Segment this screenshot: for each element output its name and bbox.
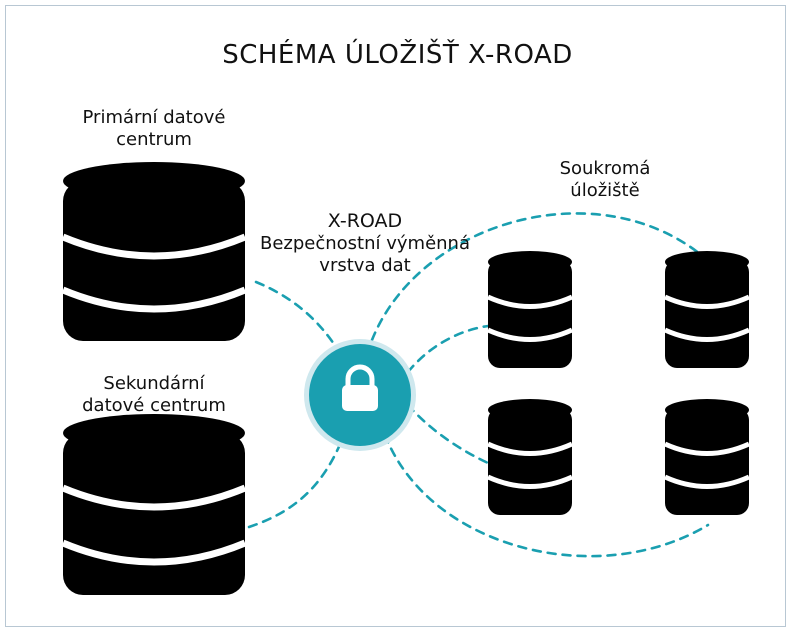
primary-dc-label-line2: centrum <box>116 128 192 150</box>
secondary-dc-label-line2: datové centrum <box>82 394 226 416</box>
secondary-database-icon <box>61 414 247 595</box>
private-storage-label: Soukromá úložiště <box>530 158 680 202</box>
storage-database-icon-bottom-right <box>663 399 751 515</box>
xroad-desc-line2: vrstva dat <box>319 255 411 277</box>
secondary-dc-label: Sekundární datové centrum <box>44 373 264 417</box>
xroad-hub <box>304 339 416 451</box>
link-primary-dc <box>254 280 352 374</box>
link-lower-arc <box>383 433 710 558</box>
xroad-name: X-ROAD <box>327 210 403 232</box>
link-storage-bottom-left <box>406 403 490 465</box>
private-storage-label-line2: úložiště <box>570 179 640 201</box>
storage-database-icon-top-right <box>663 251 751 368</box>
link-storage-top-left <box>406 324 490 374</box>
primary-dc-label: Primární datové centrum <box>44 107 264 151</box>
xroad-desc-line1: Bezpečnostní výměnná <box>259 233 470 255</box>
primary-dc-label-line1: Primární datové <box>82 107 226 128</box>
private-storage-label-line1: Soukromá <box>559 158 651 179</box>
primary-database-icon <box>61 162 247 341</box>
diagram-title: SCHÉMA ÚLOŽIŠŤ X-ROAD <box>222 40 573 70</box>
storage-database-icon-bottom-left <box>486 399 574 515</box>
xroad-label: X-ROAD Bezpečnostní výměnná vrstva dat <box>245 210 485 277</box>
storage-database-icon-top-left <box>486 251 574 368</box>
link-upper-arc <box>370 212 707 342</box>
secondary-dc-label-line1: Sekundární <box>103 373 205 394</box>
lock-icon <box>342 364 378 411</box>
